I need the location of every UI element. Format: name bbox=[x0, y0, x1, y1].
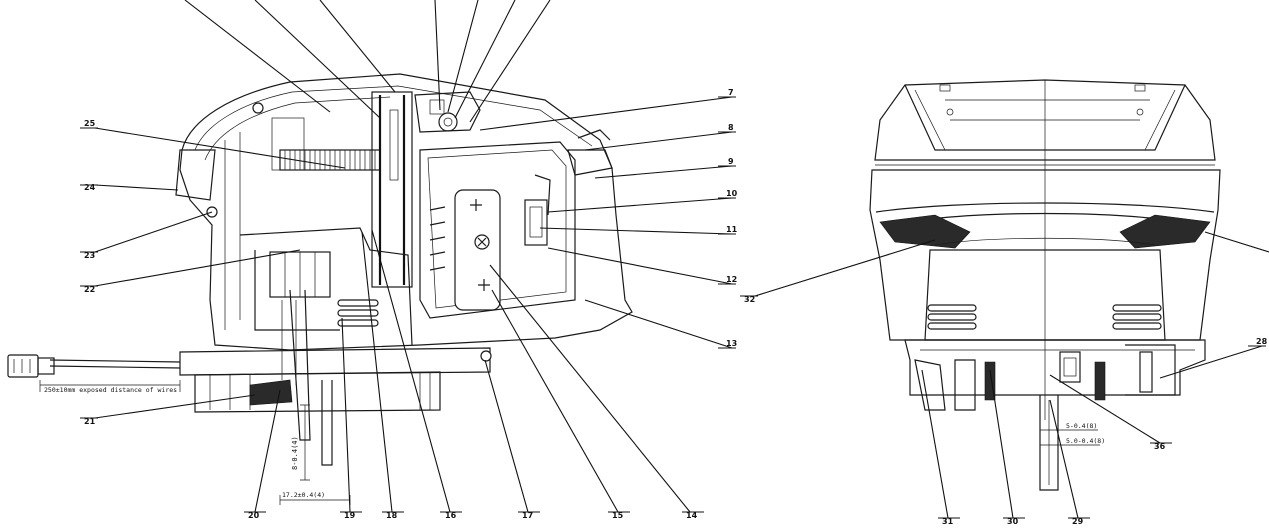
callout-13: 13 bbox=[726, 339, 737, 348]
callout-20: 20 bbox=[248, 511, 260, 520]
callout-32: 32 bbox=[744, 295, 755, 304]
leader-lines-left bbox=[80, 0, 736, 513]
callout-7: 7 bbox=[728, 88, 734, 97]
lower-vents bbox=[927, 304, 1162, 330]
wire-length-dimension: 250±10mm exposed distance of wires bbox=[44, 386, 177, 394]
horizontal-dimension: 17.2±0.4(4) bbox=[282, 491, 325, 499]
leader-lines-right bbox=[740, 231, 1269, 519]
callout-29: 29 bbox=[1072, 517, 1084, 526]
callout-31: 31 bbox=[942, 517, 954, 526]
vertical-dimension: 8-0.4(4) bbox=[291, 436, 299, 470]
callout-19: 19 bbox=[344, 511, 356, 520]
callout-36: 36 bbox=[1154, 442, 1166, 451]
callout-16: 16 bbox=[445, 511, 457, 520]
right-view: 5-0.4(8) 5.0-0.4(8) bbox=[740, 79, 1269, 519]
callout-9: 9 bbox=[728, 157, 734, 166]
callout-8: 8 bbox=[728, 123, 734, 132]
callout-23: 23 bbox=[84, 251, 95, 260]
callout-11: 11 bbox=[726, 225, 738, 234]
callout-15: 15 bbox=[612, 511, 624, 520]
callout-numbers: 7 8 9 10 11 12 13 14 15 16 17 18 19 20 2… bbox=[84, 88, 1268, 526]
left-view: 250±10mm exposed distance of wires 8-0.4… bbox=[7, 0, 736, 513]
callout-18: 18 bbox=[386, 511, 398, 520]
wire-connector bbox=[7, 354, 55, 378]
callout-12: 12 bbox=[726, 275, 737, 284]
callout-10: 10 bbox=[726, 189, 738, 198]
callout-21: 21 bbox=[84, 417, 96, 426]
callout-25: 25 bbox=[84, 119, 96, 128]
side-grilles bbox=[879, 214, 1211, 249]
callout-22: 22 bbox=[84, 285, 95, 294]
callout-28: 28 bbox=[1256, 337, 1268, 346]
vent-slots bbox=[337, 299, 379, 327]
callout-24: 24 bbox=[84, 183, 96, 192]
terminal-block bbox=[454, 189, 501, 311]
callout-30: 30 bbox=[1007, 517, 1019, 526]
right-dimension-bottom: 5.0-0.4(8) bbox=[1066, 437, 1105, 445]
callout-17: 17 bbox=[522, 511, 533, 520]
callout-14: 14 bbox=[686, 511, 698, 520]
right-dimension-top: 5-0.4(8) bbox=[1066, 422, 1097, 430]
